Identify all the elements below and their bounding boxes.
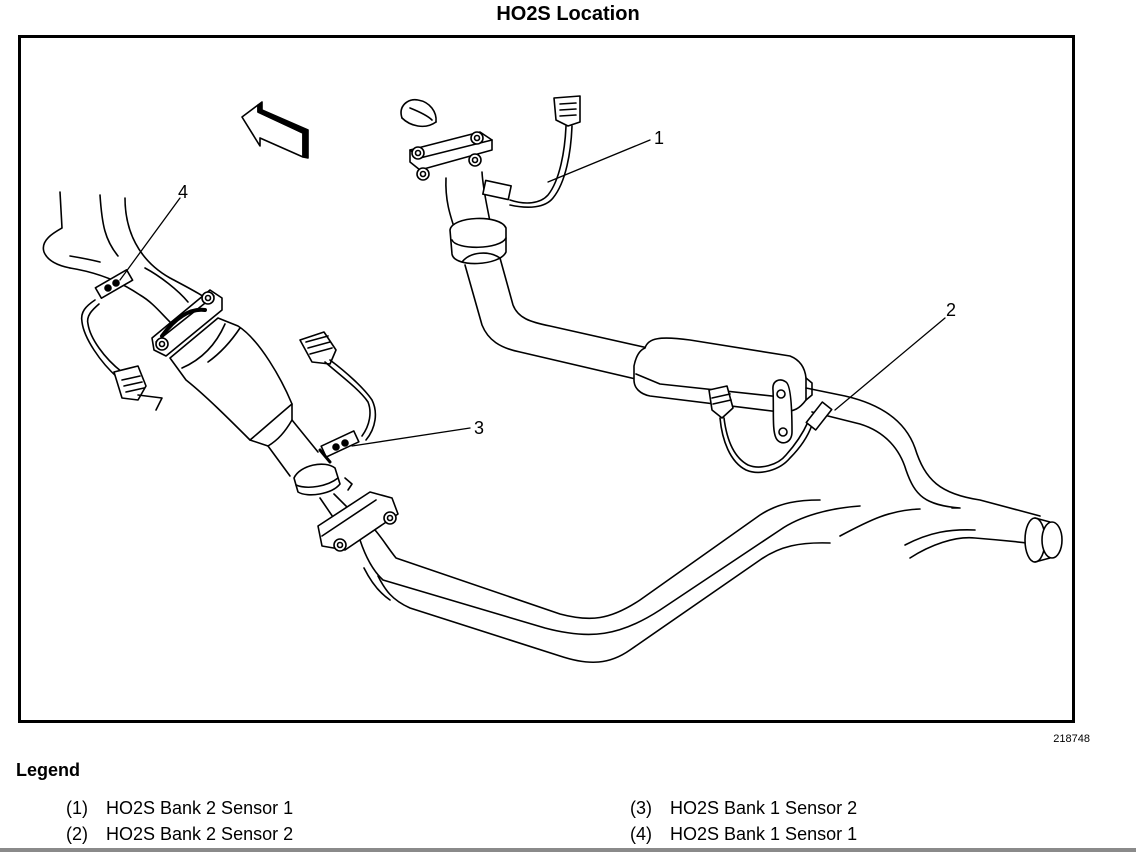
callout-2: 2	[946, 300, 956, 320]
sensor-4-bank1-s1	[80, 269, 163, 411]
diagram-frame	[18, 35, 1075, 723]
sensor-2-bank2-s2	[708, 385, 833, 474]
bank1-upper-flange	[151, 289, 223, 357]
legend-item-label: HO2S Bank 1 Sensor 1	[670, 824, 858, 844]
page-title: HO2S Location	[496, 3, 640, 25]
legend-item-number: (2)	[66, 824, 88, 844]
front-direction-arrow-icon	[241, 101, 309, 159]
legend-title: Legend	[16, 760, 81, 780]
leader-2	[834, 317, 946, 411]
leader-4	[119, 197, 181, 281]
muffler-bracket	[772, 379, 793, 444]
callout-leaders	[119, 139, 946, 447]
tailpipe-assembly	[805, 387, 1063, 563]
legend-item-number: (1)	[66, 798, 88, 818]
bank1-upper-pipe	[42, 191, 221, 323]
legend-item-number: (4)	[630, 824, 652, 844]
sensor-1-bank2-s1	[482, 95, 581, 208]
legend-item-number: (3)	[630, 798, 652, 818]
callout-3: 3	[474, 418, 484, 438]
legend-item-label: HO2S Bank 2 Sensor 1	[106, 798, 294, 818]
figure-id: 218748	[1053, 733, 1090, 745]
bank1-lower-pipe	[359, 499, 861, 664]
legend-item: (3) HO2S Bank 1 Sensor 2	[630, 798, 857, 819]
legend-item: (1) HO2S Bank 2 Sensor 1	[66, 798, 293, 819]
bank1-lower-clamp	[293, 463, 399, 552]
legend-item: (2) HO2S Bank 2 Sensor 2	[66, 824, 293, 845]
catalytic-converter	[169, 317, 319, 477]
legend-item-label: HO2S Bank 2 Sensor 2	[106, 824, 294, 844]
leader-1	[547, 139, 651, 183]
bank2-upper-pipe	[400, 98, 649, 381]
callout-1: 1	[654, 128, 664, 148]
legend-item: (4) HO2S Bank 1 Sensor 1	[630, 824, 857, 845]
leader-3	[351, 427, 471, 447]
legend-item-label: HO2S Bank 1 Sensor 2	[670, 798, 858, 818]
bottom-divider	[0, 848, 1136, 852]
sensor-3-bank1-s2	[299, 331, 377, 464]
callout-4: 4	[178, 182, 188, 202]
